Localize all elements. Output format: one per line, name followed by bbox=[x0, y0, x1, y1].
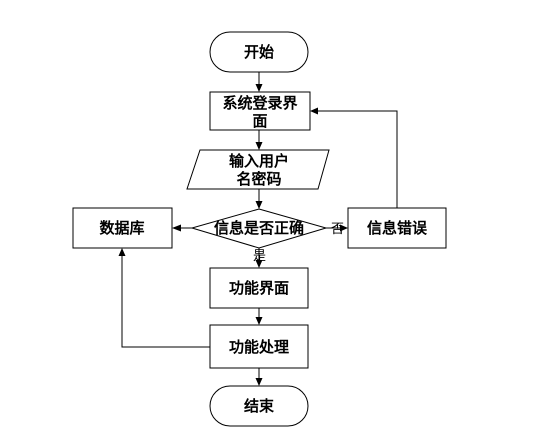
func-proc-label: 功能处理 bbox=[229, 338, 289, 356]
check-label: 信息是否正确 bbox=[214, 219, 304, 237]
arrowhead bbox=[118, 248, 126, 256]
start-label: 开始 bbox=[244, 43, 274, 61]
end-label: 结束 bbox=[244, 397, 275, 415]
error-label: 信息错误 bbox=[367, 219, 428, 237]
database-label: 数据库 bbox=[99, 219, 144, 237]
func-ui-node: 功能界面 bbox=[209, 267, 309, 309]
arrowhead bbox=[255, 317, 263, 325]
no-label: 否 bbox=[331, 222, 344, 237]
login-process-shape bbox=[209, 91, 311, 131]
login-label-line2: 面 bbox=[252, 112, 267, 130]
arrowhead bbox=[255, 142, 263, 150]
func-proc-shape bbox=[209, 324, 309, 369]
arrowhead bbox=[255, 84, 263, 92]
func-ui-label: 功能界面 bbox=[229, 279, 289, 297]
arrowhead bbox=[255, 260, 263, 268]
input-node: 输入用户 名密码 bbox=[186, 149, 330, 190]
edge-error-to-login bbox=[318, 110, 398, 208]
database-shape bbox=[72, 207, 173, 249]
func-ui-shape bbox=[209, 267, 309, 309]
input-label-line2: 名密码 bbox=[236, 170, 281, 188]
yes-label: 是 bbox=[253, 249, 266, 264]
arrowhead bbox=[310, 107, 318, 115]
login-label-line1: 系统登录界 bbox=[222, 94, 297, 112]
input-label-line1: 输入用户 bbox=[229, 152, 289, 170]
edge-func-proc-to-database bbox=[121, 255, 210, 348]
login-node: 系统登录界 面 bbox=[209, 91, 311, 131]
connectors bbox=[118, 72, 398, 386]
database-node: 数据库 bbox=[72, 207, 173, 249]
check-decision-shape bbox=[190, 208, 328, 249]
arrowhead bbox=[255, 201, 263, 209]
start-terminator-shape bbox=[209, 31, 309, 73]
error-shape bbox=[347, 207, 447, 249]
end-terminator-shape bbox=[209, 385, 309, 427]
func-proc-node: 功能处理 bbox=[209, 324, 309, 369]
arrowhead bbox=[340, 224, 348, 232]
start-node: 开始 bbox=[209, 31, 309, 73]
input-data-shape bbox=[186, 149, 330, 190]
end-node: 结束 bbox=[209, 385, 309, 427]
error-node: 信息错误 bbox=[347, 207, 447, 249]
check-node: 信息是否正确 bbox=[190, 208, 328, 249]
arrowhead bbox=[172, 224, 181, 232]
arrowhead bbox=[255, 378, 263, 386]
